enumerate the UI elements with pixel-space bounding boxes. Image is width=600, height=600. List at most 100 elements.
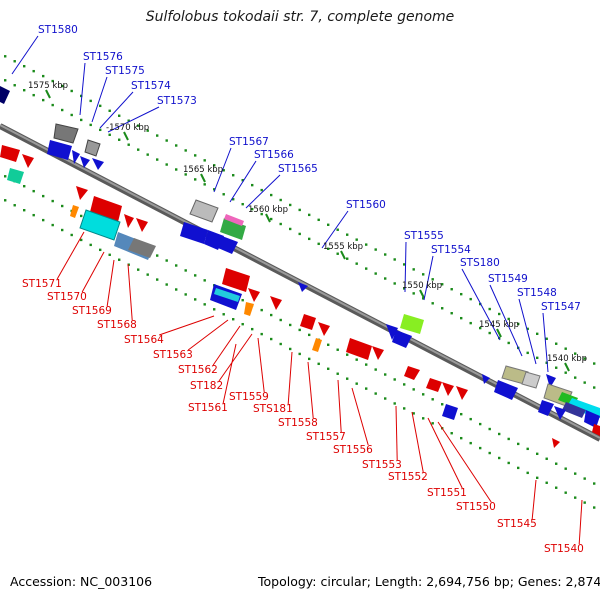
track-dot (61, 228, 64, 232)
kbp-tick (265, 213, 271, 223)
top-gene-label: ST1574 (131, 80, 171, 92)
track-dot (61, 204, 64, 208)
top-gene-label: ST1548 (517, 287, 557, 299)
top-gene-label: ST1560 (346, 199, 386, 211)
track-dot (127, 119, 130, 122)
kbp-tick-label: 1555 kbp (323, 242, 363, 252)
track-dot (593, 506, 596, 509)
track-dot (450, 432, 453, 435)
gene-blue-7 (218, 236, 238, 254)
gene-st1561 (244, 302, 254, 316)
track-dot (241, 298, 244, 302)
gene-st1555 (400, 314, 424, 334)
track-dot (51, 79, 54, 83)
track-dot (70, 113, 73, 117)
gene-blue-2 (72, 150, 80, 164)
track-dot (507, 341, 510, 345)
bottom-leader-line (81, 251, 105, 293)
kbp-tick-label: -1570 kbp (106, 123, 149, 133)
track-dot (564, 371, 567, 374)
top-gene-label: ST1576 (83, 51, 123, 63)
track-dot (118, 114, 121, 117)
track-dot (232, 174, 235, 177)
track-dot (118, 138, 121, 141)
track-dot (488, 331, 491, 335)
kbp-tick-label: 1565 kbp (183, 165, 223, 175)
gene-grey-2 (128, 238, 156, 258)
top-leader-line (245, 174, 281, 209)
kbp-tick-label: 1540 kbp (547, 354, 587, 364)
track-dot (564, 491, 567, 494)
track-dot (422, 417, 425, 420)
track-dot (317, 242, 320, 246)
track-dot (298, 232, 301, 236)
track-dot (165, 259, 168, 262)
gene-red-1 (0, 145, 20, 162)
track-dot (156, 254, 159, 257)
top-gene-label: ST1573 (157, 95, 197, 107)
bottom-leader-line (351, 387, 369, 446)
track-dot (469, 297, 472, 301)
gene-blue-14 (554, 406, 566, 420)
track-dot (336, 252, 339, 255)
track-dot (564, 347, 567, 350)
track-dot (355, 382, 358, 385)
track-dot (574, 496, 577, 499)
gene-teal-1 (7, 168, 24, 184)
track-dot (13, 84, 16, 87)
track-dot (279, 198, 282, 202)
track-dot (479, 422, 482, 426)
track-dot (517, 466, 520, 470)
track-dot (13, 204, 16, 207)
track-dot (431, 398, 434, 401)
bottom-gene-label: ST1564 (124, 334, 164, 346)
track-dot (336, 228, 339, 231)
track-dot (574, 472, 577, 475)
top-gene-label: ST1567 (229, 136, 269, 148)
gene-blue-1 (47, 140, 72, 160)
track-dot (545, 361, 548, 364)
track-dot (51, 103, 54, 107)
track-dot (222, 193, 225, 196)
track-dot (374, 392, 377, 395)
track-dot (289, 227, 292, 231)
kbp-tick (564, 362, 570, 372)
track-dot (118, 258, 121, 261)
gene-blue-3 (80, 156, 90, 168)
track-dot (536, 332, 539, 336)
gene-st1565 (220, 218, 246, 240)
top-gene-label: ST1549 (488, 273, 528, 285)
track-dot (165, 283, 168, 286)
track-dot (507, 317, 510, 321)
track-dot (403, 383, 406, 386)
top-strand-labels: ST1580ST1576ST1575ST1574ST1573ST1567ST15… (38, 24, 581, 313)
track-dot (450, 288, 453, 291)
top-leader-line (99, 91, 134, 129)
track-dot (469, 441, 472, 445)
bottom-gene-label: ST182 (190, 380, 223, 392)
top-leader-line (518, 298, 537, 365)
kbp-tick (123, 131, 129, 141)
genome-summary-text: Topology: circular; Length: 2,694,756 bp… (258, 574, 600, 589)
track-dot (403, 287, 406, 290)
track-dot (213, 188, 216, 191)
track-dot (42, 98, 45, 102)
bottom-gene-label: ST1545 (497, 518, 537, 530)
track-dot (346, 353, 349, 356)
track-dot (545, 457, 548, 460)
track-dot (384, 373, 387, 376)
track-dot (460, 316, 463, 320)
bottom-gene-label: ST1558 (278, 417, 318, 429)
gene-blue-16 (442, 404, 458, 420)
track-dot (108, 253, 111, 257)
bottom-leader-line (578, 499, 583, 545)
track-dot (194, 274, 197, 277)
bottom-gene-label: ST1550 (456, 501, 496, 513)
track-dot (32, 189, 35, 193)
track-dot (80, 214, 83, 218)
track-dot (488, 451, 491, 455)
gene-st1558 (312, 338, 322, 352)
track-dot (384, 277, 387, 280)
